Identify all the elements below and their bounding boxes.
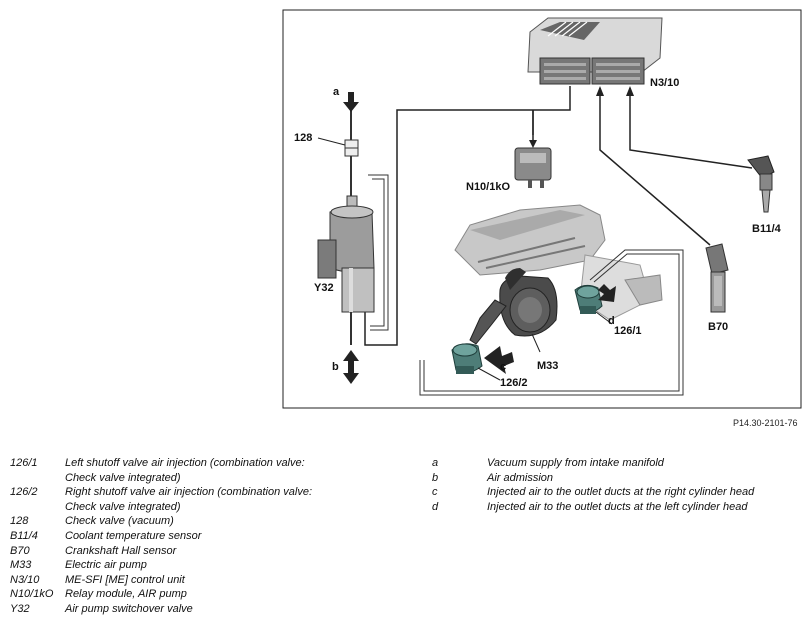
legend-description: Right shutoff valve air injection (combi… <box>65 486 313 513</box>
flow-arrow-a <box>343 92 359 112</box>
wiring <box>364 86 753 346</box>
shutoff-valve-126-1 <box>574 284 603 314</box>
label-a: a <box>333 86 340 98</box>
supply-pipes <box>368 174 684 396</box>
legend-row: Y32 Air pump switchover valve <box>10 602 312 617</box>
flow-arrow-d <box>598 284 616 302</box>
legend-code: B70 <box>10 544 30 557</box>
legend-description: Left shutoff valve air injection (combin… <box>65 457 305 484</box>
legend-code: 128 <box>10 515 29 528</box>
legend-description: Vacuum supply from intake manifold <box>487 457 664 469</box>
legend-row: 126/1 Left shutoff valve air injection (c… <box>10 456 312 485</box>
legend-description: Coolant temperature sensor <box>65 529 202 542</box>
legend-description: Injected air to the outlet ducts at the … <box>487 500 748 513</box>
legend-code: d <box>432 500 439 513</box>
legend-row: M33 Electric air pump <box>10 558 312 573</box>
legend-row: 128 Check valve (vacuum) <box>10 514 312 529</box>
label-y32: Y32 <box>314 282 334 294</box>
label-m33: M33 <box>537 360 558 372</box>
label-b11-4: B11/4 <box>752 223 782 235</box>
legend-code: 126/1 <box>10 457 38 469</box>
legend-code: B11/4 <box>10 529 38 542</box>
legend-description: ME-SFI [ME] control unit <box>65 573 185 586</box>
legend-row: B70 Crankshaft Hall sensor <box>10 544 312 559</box>
legend-description: Crankshaft Hall sensor <box>65 544 177 557</box>
legend-flows: a Vacuum supply from intake manifold b Air … <box>432 456 754 514</box>
legend-description: Air pump switchover valve <box>65 602 193 615</box>
relay-n10-1ko <box>514 147 552 188</box>
label-n10-1ko: N10/1kO <box>466 181 510 193</box>
legend-description: Air admission <box>487 471 554 484</box>
flow-arrow-c <box>484 346 514 374</box>
legend-row: N10/1kO Relay module, AIR pump <box>10 587 312 602</box>
legend-row: B11/4 Coolant temperature sensor <box>10 529 312 544</box>
legend-description: Relay module, AIR pump <box>65 588 187 601</box>
coolant-temperature-sensor-b11-4 <box>747 155 775 213</box>
label-c: c <box>500 361 506 373</box>
legend-row: c Injected air to the outlet ducts at the… <box>432 485 754 500</box>
legend-row: N3/10 ME-SFI [ME] control unit <box>10 573 312 588</box>
legend-description: Electric air pump <box>65 559 147 572</box>
arrow-from-b70 <box>596 86 604 96</box>
arrow-from-b11-4 <box>626 86 634 96</box>
leader-lines <box>317 137 613 381</box>
legend-code: N3/10 <box>10 573 40 586</box>
label-n3-10: N3/10 <box>650 77 679 89</box>
legend-code: 126/2 <box>10 486 38 499</box>
legend-code: N10/1kO <box>10 588 54 601</box>
legend-row: b Air admission <box>432 471 754 486</box>
system-diagram: N3/10 N10/1kO B11/4 B70 M33 Y32 128 126/… <box>282 9 802 409</box>
control-unit-n3-10 <box>527 17 663 85</box>
legend-description: Check valve (vacuum) <box>65 515 174 528</box>
label-126-1: 126/1 <box>614 325 642 337</box>
legend-code: M33 <box>10 559 32 572</box>
legend-code: b <box>432 471 439 484</box>
crankshaft-hall-sensor-b70 <box>705 243 729 313</box>
legend-components: 126/1 Left shutoff valve air injection (c… <box>10 456 312 617</box>
figure-id: P14.30-2101-76 <box>733 418 798 428</box>
legend-row: 126/2 Right shutoff valve air injection (… <box>10 485 312 514</box>
arrow-to-relay <box>529 140 537 148</box>
flow-arrow-b <box>343 350 359 384</box>
label-126-2: 126/2 <box>500 377 528 389</box>
legend-code: a <box>432 457 439 469</box>
legend-code: c <box>432 486 438 499</box>
label-d: d <box>608 315 615 327</box>
legend-code: Y32 <box>10 602 30 615</box>
electric-air-pump-m33 <box>469 268 558 345</box>
legend-row: d Injected air to the outlet ducts at the… <box>432 500 754 515</box>
shutoff-valve-126-2 <box>451 343 483 374</box>
label-b: b <box>332 361 339 373</box>
legend-description: Injected air to the outlet ducts at the … <box>487 486 755 499</box>
switchover-valve-y32 <box>317 110 375 345</box>
label-128: 128 <box>294 132 312 144</box>
legend-row: a Vacuum supply from intake manifold <box>432 456 754 471</box>
label-b70: B70 <box>708 321 728 333</box>
